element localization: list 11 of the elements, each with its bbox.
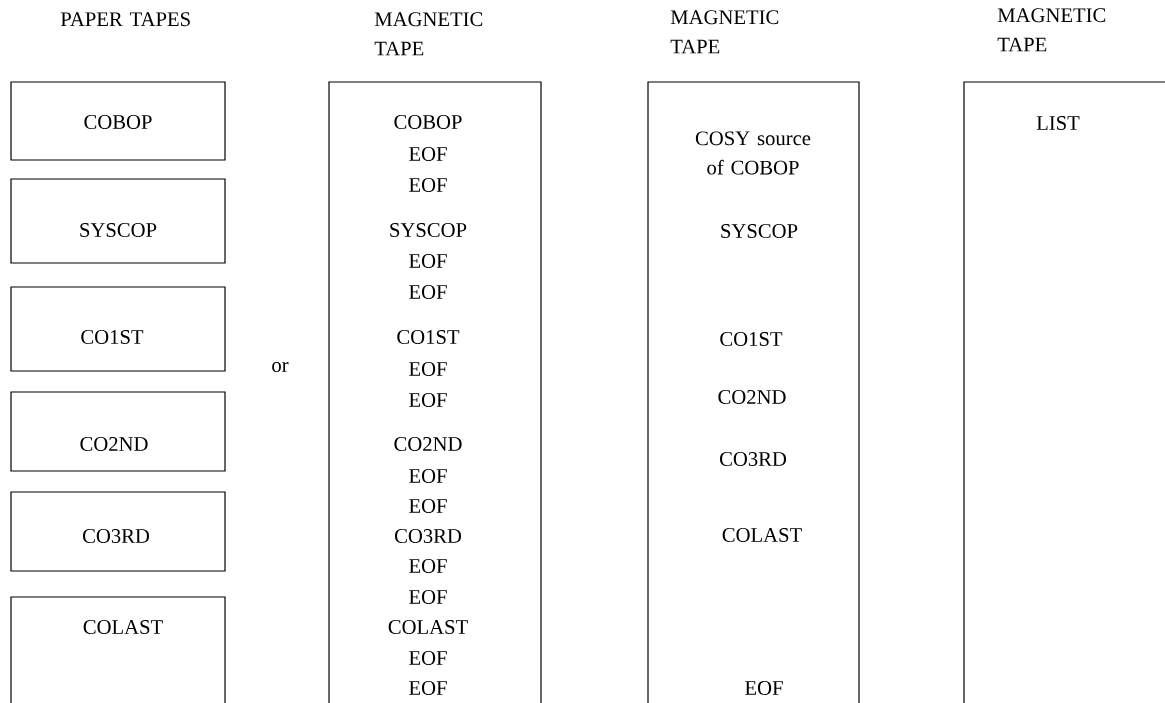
tape-column: MAGNETIC TAPE COBOP EOF EOF SYSCOP EOF EOF CO1ST EOF EOF CO2ND EOF EOF CO3RD EOF EOF COLAST EOF EOF [328, 12, 542, 703]
tape-box: CO1ST [10, 286, 226, 372]
tape-box: CO3RD [10, 491, 226, 572]
connector-word: or [272, 362, 289, 372]
tape-box: COLAST [10, 596, 226, 703]
column-heading: PAPER TAPES [60, 12, 190, 27]
tape-box: SYSCOP [10, 178, 226, 264]
tape-box: COBOP [10, 81, 226, 161]
tape-column: MAGNETIC TAPE LIST [963, 8, 1165, 703]
tape-box: CO2ND [10, 391, 226, 472]
tape-column: MAGNETIC TAPE COSY source of COBOP SYSCOP CO1ST CO2ND CO3RD COLAST EOF [647, 10, 860, 703]
